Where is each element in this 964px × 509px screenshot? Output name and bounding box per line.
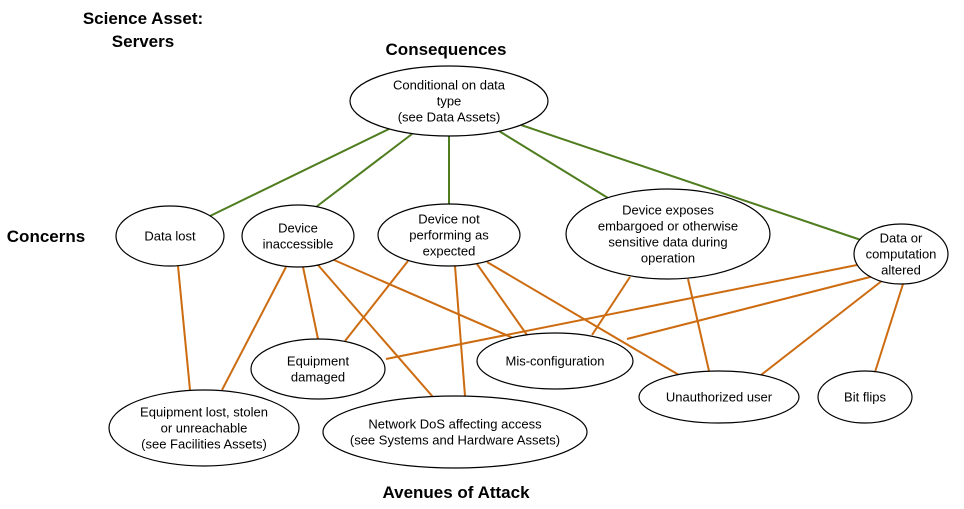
node-label-line: expected: [423, 244, 476, 259]
node-ellipse: [115, 205, 225, 267]
node-label-line: Network DoS affecting access: [368, 417, 542, 432]
edge-conditional-to-device-inaccessible: [315, 133, 413, 208]
asset-title-line2: Servers: [112, 32, 174, 51]
edge-conditional-to-data-altered: [520, 124, 862, 241]
edge-device-not-performing-to-network-dos: [454, 265, 466, 397]
concerns-heading: Concerns: [7, 227, 85, 246]
node-ellipse: [377, 203, 521, 267]
node-ellipse: [322, 395, 588, 469]
node-label-line: or unreachable: [161, 421, 248, 436]
edge-conditional-to-data-lost: [209, 128, 390, 217]
edge-device-not-performing-to-equipment-damaged: [344, 260, 409, 342]
edge-device-inaccessible-to-network-dos: [317, 264, 434, 398]
node-label-line: Mis-configuration: [506, 354, 605, 369]
edge-device-inaccessible-to-misconfiguration: [333, 259, 514, 339]
node-label-line: Data lost: [144, 229, 196, 244]
avenues-of-attack-heading: Avenues of Attack: [382, 483, 530, 502]
node-label-line: altered: [881, 263, 921, 278]
node-ellipse: [853, 223, 949, 285]
node-label-line: performing as: [409, 228, 489, 243]
edge-device-not-performing-to-unauthorized-user: [486, 261, 680, 376]
node-label-line: (see Facilities Assets): [141, 437, 267, 452]
node-ellipse: [638, 370, 800, 424]
node-label-line: Equipment lost, stolen: [140, 405, 268, 420]
node-unauthorized-user: Unauthorized user: [638, 370, 800, 424]
edge-device-exposes-to-unauthorized-user: [687, 278, 710, 372]
node-label-line: Bit flips: [844, 390, 886, 405]
node-label-line: Device exposes: [622, 203, 714, 218]
node-label-line: Device: [278, 221, 318, 236]
node-ellipse: [349, 65, 549, 137]
node-label-line: embargoed or otherwise: [598, 219, 738, 234]
node-ellipse: [241, 204, 355, 268]
node-label-line: Equipment: [287, 354, 350, 369]
node-ellipse: [817, 370, 913, 424]
node-misconfiguration: Mis-configuration: [476, 332, 634, 390]
edge-data-altered-to-misconfiguration: [626, 275, 875, 340]
node-data-lost: Data lost: [115, 205, 225, 267]
node-label-line: Unauthorized user: [666, 390, 773, 405]
edge-data-lost-to-equipment-lost: [177, 265, 191, 391]
node-ellipse: [108, 389, 300, 467]
edge-data-altered-to-equipment-damaged: [385, 263, 863, 360]
edge-device-inaccessible-to-equipment-lost: [221, 266, 287, 391]
node-label-line: type: [437, 94, 462, 109]
asset-title-line1: Science Asset:: [83, 9, 203, 28]
edge-data-altered-to-unauthorized-user: [760, 279, 884, 376]
edge-conditional-to-device-exposes: [498, 130, 609, 199]
node-label-line: damaged: [291, 370, 345, 385]
edge-device-inaccessible-to-equipment-damaged: [302, 266, 319, 340]
node-ellipse: [476, 332, 634, 390]
node-label-line: Conditional on data: [393, 78, 506, 93]
node-label-line: (see Data Assets): [398, 110, 501, 125]
node-ellipse: [565, 188, 771, 280]
edge-device-not-performing-to-misconfiguration: [476, 263, 528, 336]
edges: [177, 124, 904, 398]
node-network-dos: Network DoS affecting access(see Systems…: [322, 395, 588, 469]
node-label-line: sensitive data during: [608, 235, 727, 250]
consequences-heading: Consequences: [386, 40, 507, 59]
node-label-line: operation: [641, 251, 695, 266]
node-label-line: computation: [866, 247, 937, 262]
edge-data-altered-to-bit-flips: [874, 283, 904, 373]
node-label-line: Data or: [880, 231, 923, 246]
node-label-line: Device not: [418, 212, 480, 227]
node-bit-flips: Bit flips: [817, 370, 913, 424]
edge-device-exposes-to-misconfiguration: [591, 276, 631, 336]
node-ellipse: [250, 338, 386, 400]
headings: Science Asset: Servers Consequences Conc…: [7, 9, 530, 502]
node-label-line: (see Systems and Hardware Assets): [350, 433, 560, 448]
node-label-line: inaccessible: [263, 237, 334, 252]
